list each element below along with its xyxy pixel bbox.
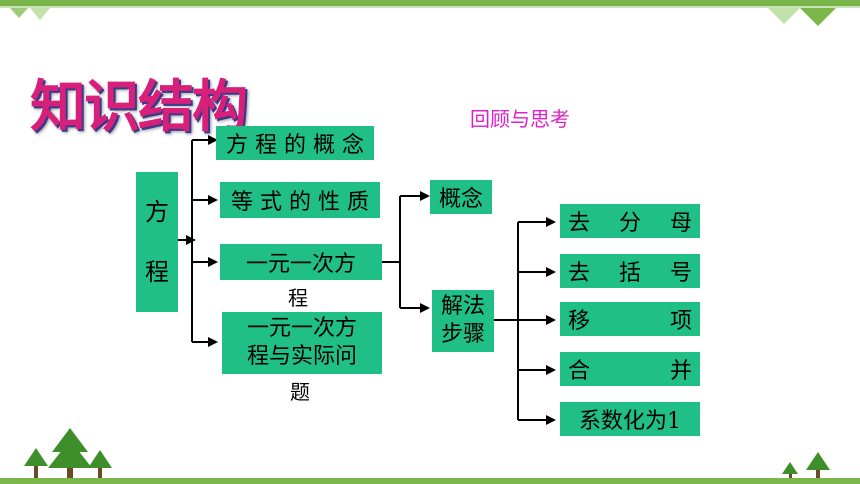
review-heading: 回顾与思考: [470, 107, 570, 131]
node-application-overflow: 题: [290, 380, 310, 404]
step-char: 去: [568, 211, 591, 236]
node-linear-equation: 一元一次方: [220, 244, 382, 280]
bottom-band: [0, 478, 860, 484]
step-remove-denominator: 去 分 母: [560, 204, 700, 238]
arrowheads: [186, 135, 556, 425]
top-left-triangle-2: [30, 8, 50, 20]
node-equation-concept: 方 程 的 概 念: [216, 126, 374, 160]
node-label: 等 式 的 性 质: [231, 190, 369, 215]
node-concept: 概念: [430, 180, 492, 214]
node-label: 概念: [438, 187, 483, 212]
step-transpose: 移 项: [560, 302, 700, 336]
step-char: 合: [568, 359, 591, 384]
tree-icon-right: [782, 452, 830, 478]
node-equality-properties: 等 式 的 性 质: [220, 182, 380, 218]
node-linear-equation-overflow: 程: [288, 286, 308, 310]
node-label: 方 程 的 概 念: [226, 133, 364, 158]
step-char: 母: [669, 211, 692, 236]
top-left-triangle: [10, 8, 28, 18]
step-char: 括: [618, 261, 641, 286]
node-linear-equation-application: 一元一次方 程与实际问: [222, 312, 382, 374]
tree-icon-left: [24, 428, 112, 478]
step-combine: 合 并: [560, 352, 700, 386]
node-label: 一元一次方: [245, 252, 356, 277]
root-node: 方 程: [136, 172, 178, 312]
step-remove-brackets: 去 括 号: [560, 254, 700, 288]
step-coefficient-to-one: 系数化为1: [560, 402, 700, 436]
top-band-highlight: [0, 6, 860, 8]
node-label-line-1: 一元一次方: [246, 316, 357, 341]
page-title: 知识结构: [30, 75, 248, 140]
top-right-triangle-2: [800, 8, 836, 26]
step-label: 系数化为1: [579, 409, 681, 434]
root-char-2: 程: [145, 258, 169, 286]
step-char: 并: [669, 359, 692, 384]
top-right-triangle: [768, 8, 800, 24]
node-solution-steps: 解法 步骤: [432, 290, 494, 352]
node-label-line-2: 程与实际问: [246, 344, 357, 369]
node-label-line-1: 解法: [440, 294, 485, 319]
step-char: 号: [669, 261, 692, 286]
node-label-line-2: 步骤: [440, 322, 485, 347]
step-char: 移: [568, 309, 591, 334]
top-band: [0, 0, 860, 6]
step-char: 去: [568, 261, 591, 286]
root-char-1: 方: [145, 198, 169, 226]
step-char: 分: [618, 211, 641, 236]
step-char: 项: [669, 309, 692, 334]
